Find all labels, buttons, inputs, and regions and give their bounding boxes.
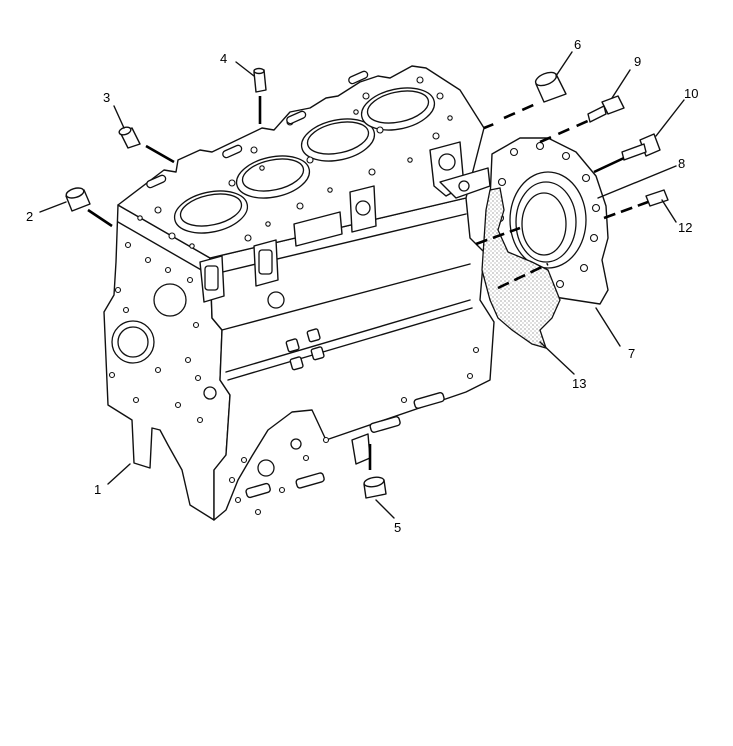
part-12-dowel-pin: [645, 189, 669, 207]
part-9-bolt: [587, 95, 625, 123]
callout-2: 2: [26, 209, 33, 224]
callout-8: 8: [678, 156, 685, 171]
callout-6: 6: [574, 37, 581, 52]
part-3-threaded-plug: [118, 126, 141, 149]
callout-leaders: [39, 51, 685, 519]
part-10-socket-bolt: [621, 133, 661, 161]
part-2-cup-plug: [65, 187, 91, 212]
cylinder-bores: [173, 87, 436, 234]
part-4-dowel-pin: [253, 67, 267, 93]
assembly-lines: [87, 96, 649, 470]
rear-plate-gasket: [481, 187, 561, 349]
bore-3-inner: [306, 121, 370, 155]
callout-5: 5: [394, 520, 401, 535]
callout-1: 1: [94, 482, 101, 497]
bore-4-inner: [366, 90, 430, 124]
callout-4: 4: [220, 51, 227, 66]
deck-bolt-holes: [137, 76, 453, 249]
callout-13: 13: [572, 376, 586, 391]
callout-10: 10: [684, 86, 698, 101]
callout-3: 3: [103, 90, 110, 105]
part-6-cup-plug: [534, 71, 567, 103]
callout-9: 9: [634, 54, 641, 69]
front-face-details: [108, 241, 285, 424]
cylinder-block: [103, 65, 495, 521]
bore-1-inner: [179, 193, 243, 227]
side-bosses: [199, 141, 491, 303]
callout-labels: 1 2 3 4 5 6 7 8 9 10 12 13: [26, 37, 698, 535]
rear-oil-seal-housing: [489, 137, 609, 305]
callout-12: 12: [678, 220, 692, 235]
part-5-cup-plug: [363, 476, 387, 499]
block-side-face: [209, 197, 495, 521]
bore-2-inner: [241, 158, 305, 192]
deck-slots: [146, 70, 369, 189]
callout-7: 7: [628, 346, 635, 361]
